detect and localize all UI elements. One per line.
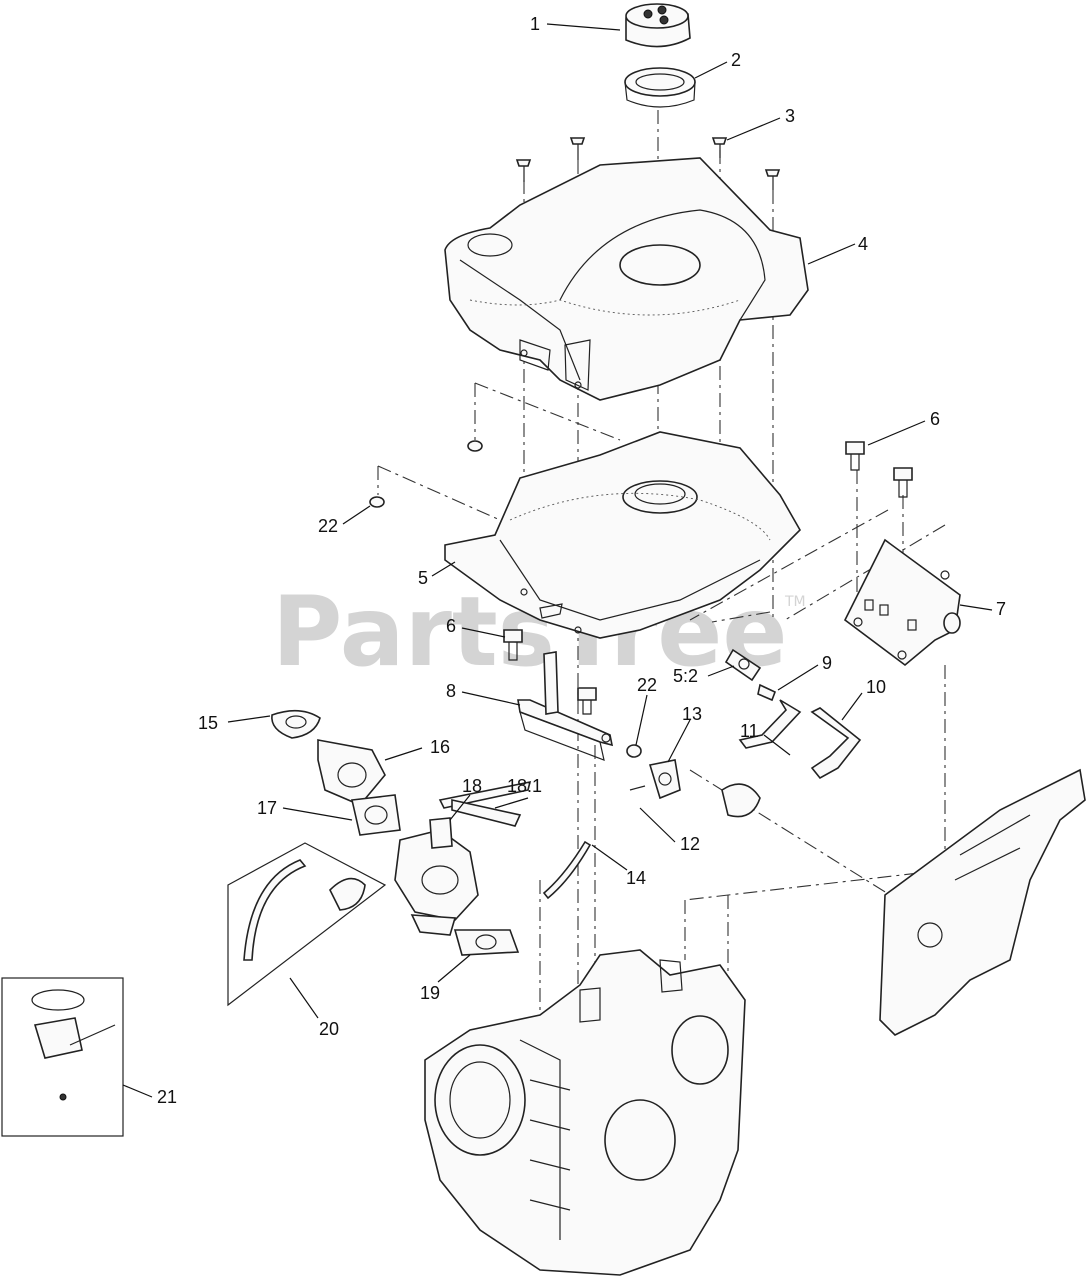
watermark-trademark: TM (784, 594, 806, 610)
callout-label: 11 (740, 721, 759, 741)
carb-kit-box (1, 977, 124, 1137)
callout-label: 3 (785, 106, 795, 126)
shutoff-bracket (517, 651, 614, 761)
callout-label: 2 (731, 50, 741, 70)
callout-label: 5:2 (673, 666, 698, 686)
callout-label: 15 (198, 713, 218, 733)
bolts (503, 441, 913, 715)
callout-label: 5 (418, 568, 428, 588)
fuel-tank-shroud (444, 157, 809, 401)
flange-nuts (369, 440, 642, 758)
primer-assembly (629, 759, 761, 818)
callout-label: 18:1 (507, 776, 542, 796)
callout-label: 19 (420, 983, 440, 1003)
callout-label: 22 (637, 675, 657, 695)
tank-bracket (843, 538, 961, 667)
callout-label: 13 (682, 704, 702, 724)
fuel-hose (542, 840, 592, 900)
callout-label: 9 (822, 653, 832, 673)
callout-label: 17 (257, 798, 277, 818)
fuel-cap (625, 3, 691, 48)
primer-kit-group (227, 842, 387, 1007)
fuel-lines (738, 699, 862, 780)
screws-top (515, 137, 781, 190)
callout-label: 21 (157, 1087, 177, 1107)
engine-side-shroud (879, 768, 1086, 1036)
callout-label: 12 (680, 834, 700, 854)
callout-labels: 1 2 3 4 6 22 5 7 6 8 5:2 9 22 10 13 11 1… (157, 14, 1006, 1107)
callout-label: 22 (318, 516, 338, 536)
carburetor (394, 780, 532, 936)
callout-label: 6 (446, 616, 456, 636)
callout-label: 14 (626, 868, 646, 888)
callout-label: 8 (446, 681, 456, 701)
callout-label: 4 (858, 234, 868, 254)
callout-label: 10 (866, 677, 886, 697)
cap-strainer (624, 67, 696, 108)
callout-label: 1 (530, 14, 540, 34)
callout-label: 7 (996, 599, 1006, 619)
callout-label: 18 (462, 776, 482, 796)
leader-lines (122, 23, 993, 1098)
callout-label: 6 (930, 409, 940, 429)
fuel-tank (444, 431, 801, 639)
callout-label: 20 (319, 1019, 339, 1039)
engine-block (424, 949, 746, 1276)
intake-gaskets (271, 709, 401, 836)
carb-gasket (453, 929, 520, 956)
fuel-valve (724, 648, 777, 702)
callout-label: 16 (430, 737, 450, 757)
